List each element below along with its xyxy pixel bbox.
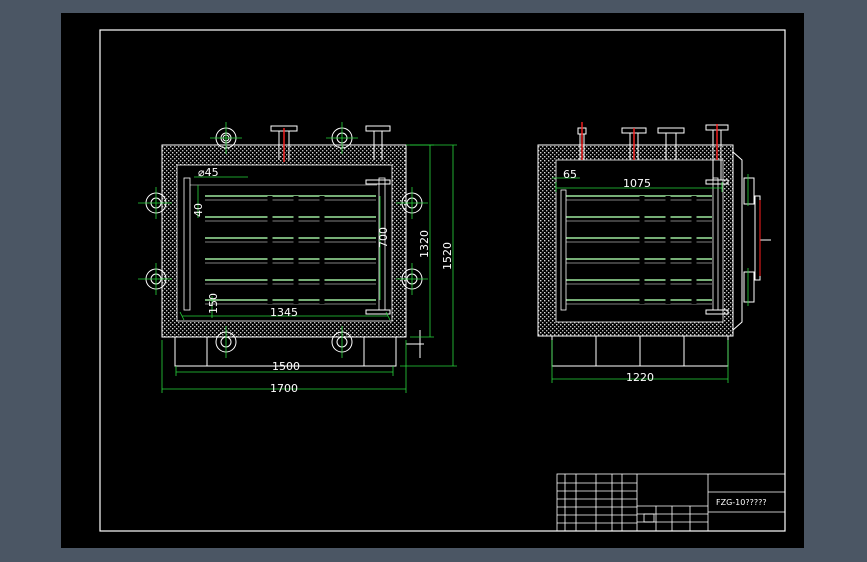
dim-hole-diameter: ⌀45 [198,166,219,179]
dim-shelf-pitch: 700 [377,227,390,248]
pipe-icon [270,125,391,315]
dim-top-offset: 40 [192,203,205,217]
front-shelves [205,195,376,305]
dim-wall-thickness: 65 [563,168,577,181]
front-view: ⌀45 1500 1700 1345 1320 1520 700 40 150 [138,122,457,395]
front-insulation [162,145,406,337]
dim-overall-width: 1700 [270,382,298,395]
drawing-border [99,29,786,532]
door-handle-icon [406,330,424,358]
dim-inner-width: 1345 [270,306,298,319]
dim-inner-height: 1320 [418,230,431,258]
title-block [556,473,786,532]
side-view: 65 1075 1220 [537,122,771,384]
dim-overall-depth: 1220 [626,371,654,384]
dim-leg-span: 1500 [272,360,300,373]
dim-bottom-offset: 150 [207,293,220,314]
drawing-title: FZG-10????? [716,498,767,507]
dim-outer-height: 1520 [441,242,454,270]
dim-inner-depth: 1075 [623,177,651,190]
